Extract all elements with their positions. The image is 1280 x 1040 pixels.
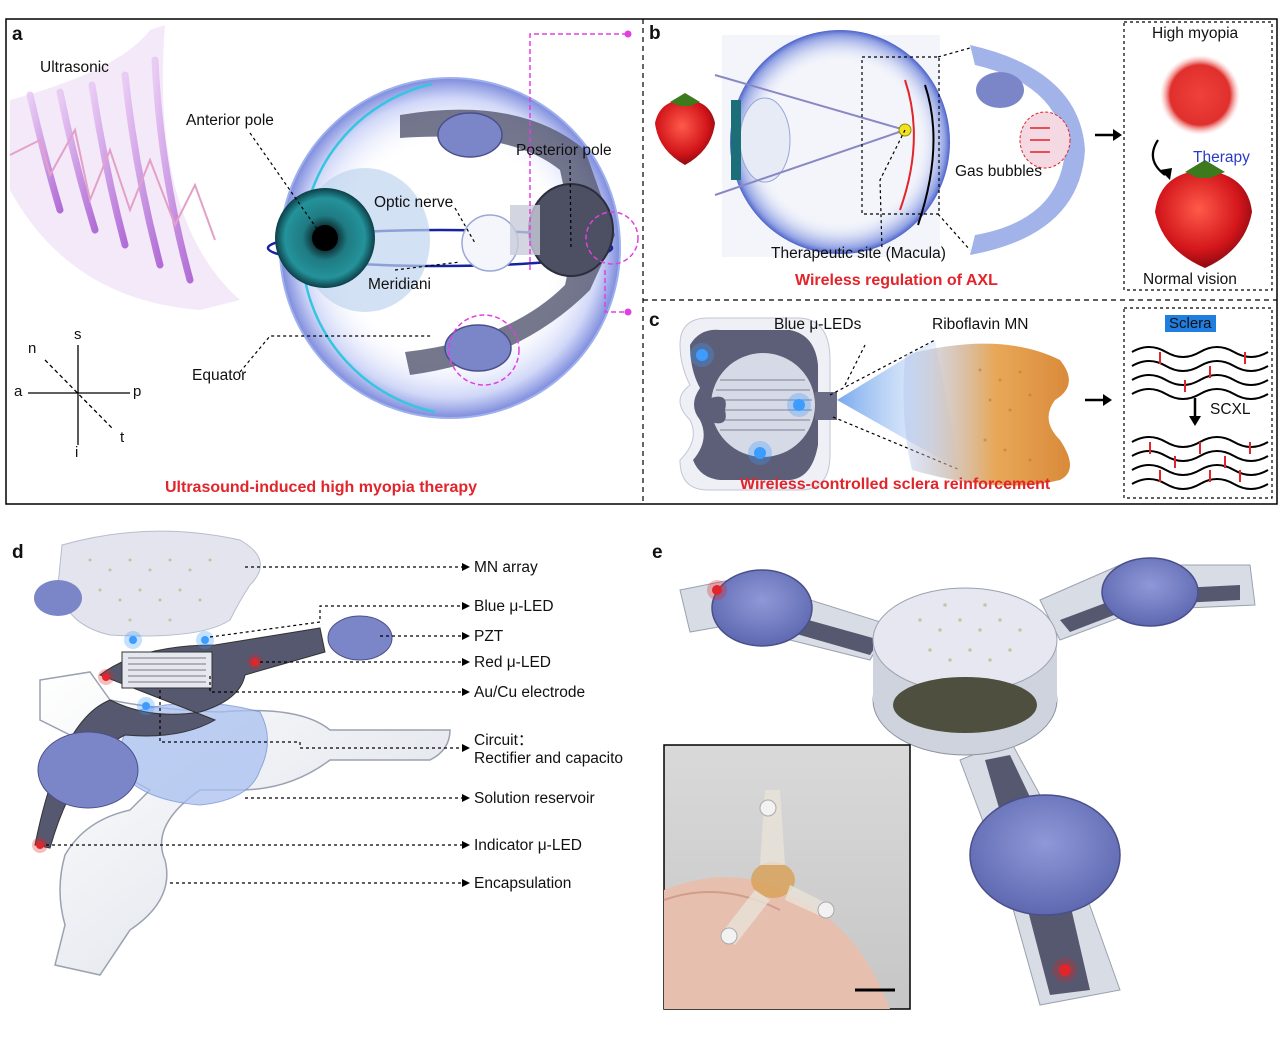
anterior-pole-label: Anterior pole [186,112,274,129]
panel-label-b: b [649,23,661,44]
panel-label-a: a [12,24,23,45]
axis-i: i [75,444,79,461]
meridiani-label: Meridiani [368,276,431,293]
panel-label-d: d [12,542,24,563]
therapeutic-site-label: Therapeutic site (Macula) [771,245,946,262]
pzt-label: PZT [474,628,504,645]
blue-leds-label: Blue μ-LEDs [774,316,862,333]
au-cu-electrode-label: Au/Cu electrode [474,684,586,701]
axis-s: s [74,326,82,343]
circuit-label: Circuit： [474,732,534,749]
posterior-pole-label: Posterior pole [516,142,612,159]
solution-reservoir-label: Solution reservoir [474,790,595,807]
indicator-led-label: Indicator μ-LED [474,837,583,854]
axis-p: p [133,383,142,400]
panel-label-c: c [649,310,660,331]
scxl-label: SCXL [1210,401,1251,418]
equator-label: Equator [192,367,247,384]
riboflavin-mn-label: Riboflavin MN [932,316,1029,333]
gas-bubbles-label: Gas bubbles [955,163,1043,180]
high-myopia-label: High myopia [1152,25,1239,42]
axis-t: t [120,429,125,446]
mn-array-label: MN array [474,559,538,576]
normal-vision-label: Normal vision [1143,271,1237,288]
axis-a: a [14,383,23,400]
panel-b-caption: Wireless regulation of AXL [795,272,998,289]
ultrasonic-label: Ultrasonic [40,59,109,76]
panel-a-caption: Ultrasound-induced high myopia therapy [165,479,478,496]
panel-c-caption: Wireless-controlled sclera reinforcement [740,476,1051,493]
encapsulation-label: Encapsulation [474,875,572,892]
red-led-label: Red μ-LED [474,654,551,671]
rectifier-capacitor-label: Rectifier and capacito [474,750,624,767]
therapy-label: Therapy [1193,149,1250,166]
axis-n: n [28,340,37,357]
blue-led-label: Blue μ-LED [474,598,554,615]
panel-label-e: e [652,542,663,563]
sclera-tag: Sclera [1165,315,1216,332]
optic-nerve-label: Optic nerve [374,194,454,211]
